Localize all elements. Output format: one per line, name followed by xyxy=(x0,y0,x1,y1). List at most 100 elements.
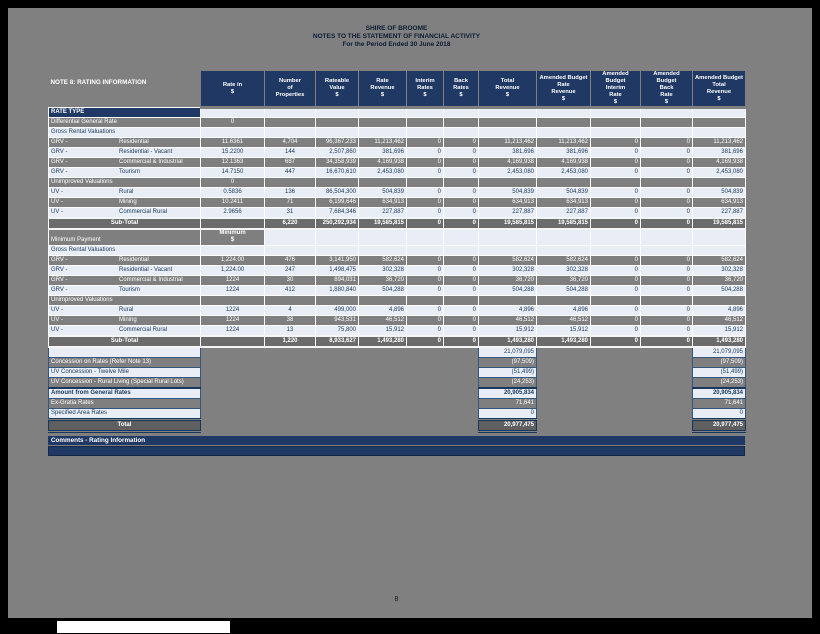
table-row: Gross Rental Valuations xyxy=(48,127,746,138)
cell: 4 xyxy=(264,304,316,316)
cell xyxy=(443,107,479,118)
cell: 227,887 xyxy=(478,207,537,219)
cell: 504,288 xyxy=(536,284,591,296)
cell: 0 xyxy=(443,187,479,198)
cell: 0 xyxy=(200,177,265,188)
cell xyxy=(407,367,444,377)
cell: 0 xyxy=(443,217,479,230)
cell: 0 xyxy=(590,304,641,316)
cell: 0 xyxy=(640,197,693,208)
cell: 0 xyxy=(406,274,444,286)
column-header: Amended Budget Total Revenue $ xyxy=(692,70,746,109)
cell xyxy=(536,294,591,306)
cell: 2,507,860 xyxy=(315,147,359,158)
cell: 4,169,938 xyxy=(536,157,591,168)
cell: 0 xyxy=(640,147,693,158)
cell xyxy=(537,398,591,408)
page-number: 8 xyxy=(394,596,399,603)
cell: 0 xyxy=(406,207,444,219)
cell xyxy=(590,228,641,246)
cell: 4,704 xyxy=(264,137,316,148)
cell: 11,213,462 xyxy=(692,137,746,148)
cell: 227,887 xyxy=(536,207,591,219)
cell: 4,896 xyxy=(536,304,591,316)
cell xyxy=(478,244,537,256)
cell xyxy=(201,408,265,419)
row-label: UV -Rural xyxy=(48,187,201,198)
valuation-code: UV - xyxy=(51,316,63,323)
cell xyxy=(537,347,591,358)
cell: 19,585,815 xyxy=(692,217,746,230)
cell: (24,253) xyxy=(478,376,537,388)
cell xyxy=(201,398,265,408)
row-label: UV -Rural xyxy=(48,304,201,316)
cell: 302,328 xyxy=(692,264,746,276)
cell xyxy=(444,357,479,367)
cell: 0 xyxy=(443,197,479,208)
cell xyxy=(315,244,359,256)
column-header: Rate in $ xyxy=(200,70,265,109)
cell: 10.2411 xyxy=(200,197,265,208)
cell xyxy=(536,127,591,138)
cell xyxy=(478,127,537,138)
row-label: UV -Commercial Rural xyxy=(48,324,201,336)
cell: 46,512 xyxy=(692,314,746,326)
row-label: GRV -Tourism xyxy=(48,284,201,296)
cell: Minimum $ xyxy=(200,228,265,246)
row-label: GRV -Residential xyxy=(48,254,201,266)
valuation-code: GRV - xyxy=(51,256,68,263)
cell xyxy=(641,367,693,377)
cell: 0 xyxy=(640,264,693,276)
bottom-white-strip xyxy=(57,621,230,633)
valuation-code: UV - xyxy=(51,209,63,215)
cell: 0 xyxy=(590,324,641,336)
rate-type-label: Rural xyxy=(119,306,134,313)
cell xyxy=(444,419,479,431)
cell xyxy=(590,117,641,128)
cell: 2,453,080 xyxy=(692,167,746,178)
rate-type-label: Residential xyxy=(119,139,149,145)
cell: 0 xyxy=(406,254,444,266)
cell: 0 xyxy=(590,284,641,296)
cell: 1,493,280 xyxy=(692,334,746,348)
cell: 0 xyxy=(640,207,693,219)
cell: 34,358,939 xyxy=(315,157,359,168)
cell: 2.9656 xyxy=(200,207,265,219)
cell: 0 xyxy=(443,147,479,158)
cell xyxy=(692,177,746,188)
row-label: Unimproved Valuations xyxy=(48,177,201,188)
cell: 504,288 xyxy=(692,284,746,296)
cell: 46,512 xyxy=(478,314,537,326)
cell: 11.6361 xyxy=(200,137,265,148)
cell: 0 xyxy=(406,334,444,348)
cell: 13 xyxy=(264,324,316,336)
cell: 0 xyxy=(590,187,641,198)
cell: 14.7150 xyxy=(200,167,265,178)
cell xyxy=(640,117,693,128)
cell xyxy=(640,294,693,306)
row-label: GRV -Tourism xyxy=(48,167,201,178)
cell: 38 xyxy=(264,314,316,326)
cell xyxy=(640,107,693,118)
cell: 634,913 xyxy=(692,197,746,208)
cell: 0 xyxy=(443,157,479,168)
cell xyxy=(692,228,746,246)
column-header: Amended Budget Back Rate $ xyxy=(640,70,693,109)
cell: 1,493,280 xyxy=(358,334,407,348)
cell xyxy=(358,107,407,118)
title-block: SHIRE OF BROOME NOTES TO THE STATEMENT O… xyxy=(48,25,745,49)
cell xyxy=(359,347,407,358)
cell xyxy=(537,408,591,419)
cell xyxy=(406,244,444,256)
cell: 0 xyxy=(590,147,641,158)
cell xyxy=(444,377,479,388)
cell: 19,585,815 xyxy=(478,217,537,230)
column-header: Amended Budget Interim Rate $ xyxy=(590,70,641,109)
cell: 96,367,233 xyxy=(315,137,359,148)
row-label: GRV -Commercial & Industrial xyxy=(48,157,201,168)
